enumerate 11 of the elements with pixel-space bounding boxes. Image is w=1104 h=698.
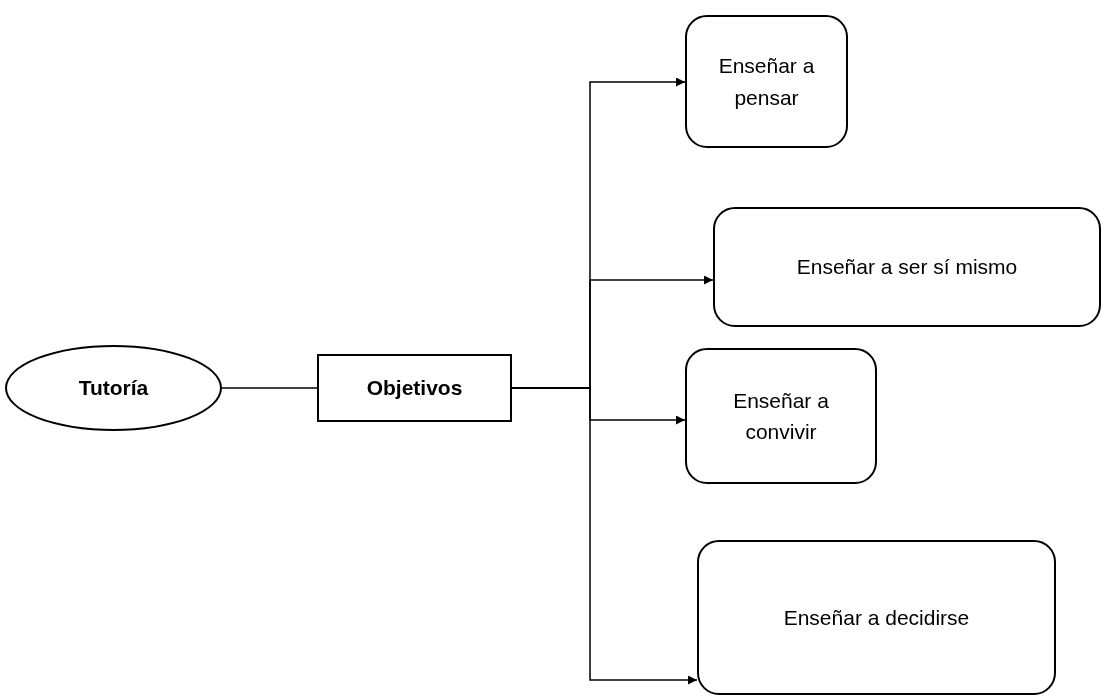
node-label: Enseñar a decidirse [782,604,971,631]
node-label: Objetivos [365,375,464,402]
node-label: Enseñar a convivir [732,387,830,445]
node-label: Enseñar a pensar [717,53,816,111]
rounded-box [685,348,877,484]
rounded-box [697,540,1056,695]
node-label: Enseñar a ser sí mismo [795,254,1019,281]
rounded-box [685,15,848,148]
node-label: Tutoría [77,375,150,402]
rounded-box [713,207,1101,327]
process-box [317,354,512,422]
